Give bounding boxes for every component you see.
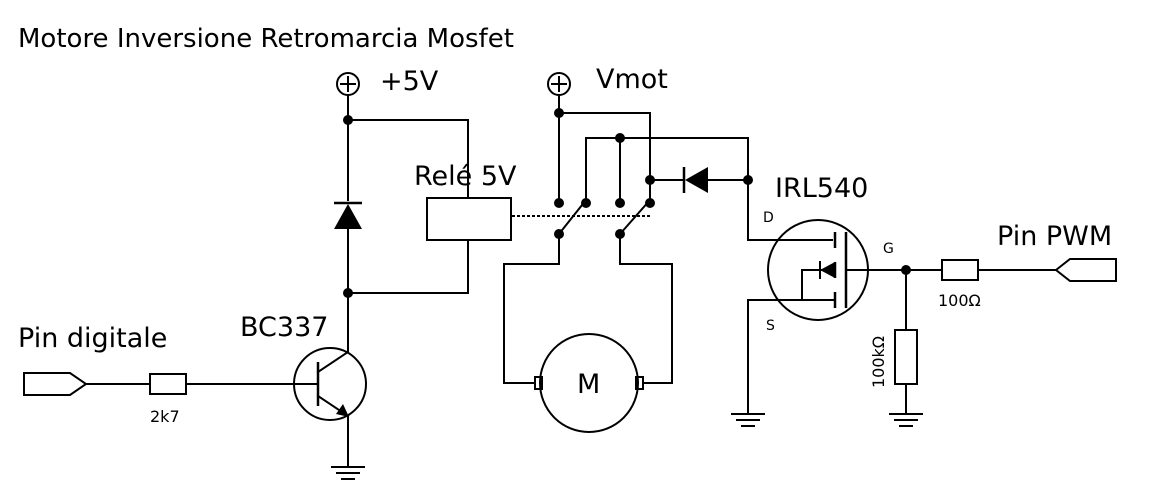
mosfet-symbol <box>767 219 907 321</box>
pwm-input-label: Pin PWM <box>997 221 1112 252</box>
supply-5v-symbol <box>336 72 360 96</box>
wire-vmot-rail <box>558 94 833 241</box>
supply-5v-label: +5V <box>380 66 439 97</box>
supply-vmot-label: Vmot <box>596 64 668 95</box>
mosfet-label: IRL540 <box>775 173 868 204</box>
freewheel-diode-symbol <box>682 167 708 193</box>
relay-contacts <box>554 198 655 265</box>
relay-coil <box>426 197 512 241</box>
junction-dot <box>615 133 625 143</box>
mosfet-pin-g: G <box>883 241 894 257</box>
mosfet-pin-s: S <box>766 318 775 334</box>
base-resistor-label: 2k7 <box>150 407 180 426</box>
wire-gate <box>905 269 1057 413</box>
digital-input-port <box>23 372 88 396</box>
flyback-diode-symbol <box>334 201 362 229</box>
diagram-title: Motore Inversione Retromarcia Mosfet <box>18 24 514 54</box>
ground-symbol-mosfet <box>731 413 765 427</box>
relay-label: Relé 5V <box>414 161 517 192</box>
gate-resistor-label: 100Ω <box>938 291 981 310</box>
transistor-symbol <box>293 344 367 466</box>
wire-motor <box>503 263 673 384</box>
pulldown-resistor-label: 100kΩ <box>869 336 888 388</box>
motor-label: M <box>577 369 600 400</box>
ground-symbol-gate <box>889 413 923 427</box>
base-resistor <box>149 373 187 395</box>
gate-resistor <box>941 259 979 281</box>
transistor-label: BC337 <box>240 312 328 343</box>
junction-dot <box>343 115 353 125</box>
junction-dot <box>743 175 753 185</box>
mosfet-pin-d: D <box>763 210 774 226</box>
junction-dot <box>554 108 564 118</box>
ground-symbol-transistor <box>331 466 365 480</box>
motor-symbol <box>534 333 644 433</box>
wire-mosfet-source <box>747 299 803 413</box>
pwm-input-port <box>1054 258 1117 282</box>
wire-5v-rail <box>347 94 469 346</box>
digital-input-label: Pin digitale <box>18 323 167 354</box>
pulldown-resistor <box>894 329 918 385</box>
junction-dot <box>645 175 655 185</box>
junction-dot <box>343 288 353 298</box>
supply-vmot-symbol <box>547 72 571 96</box>
